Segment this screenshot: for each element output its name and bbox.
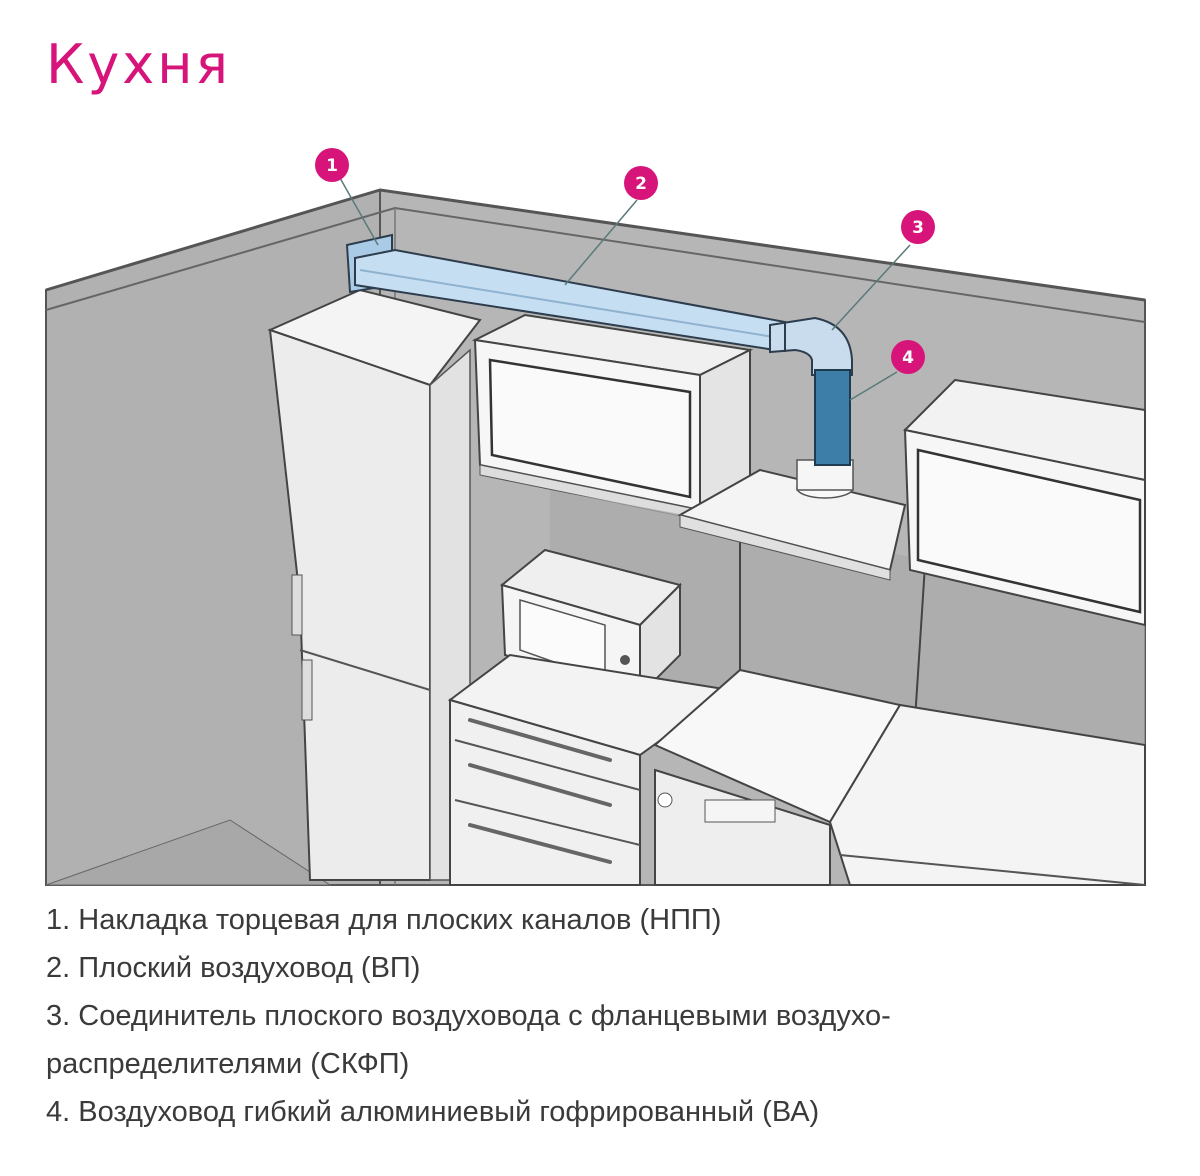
kitchen-illustration: 1 2 3 4 [45, 148, 1146, 886]
upper-cabinet-right [902, 378, 1146, 627]
svg-text:3: 3 [912, 218, 924, 238]
legend-text: Воздуховод гибкий алюминиевый гофрирован… [78, 1096, 820, 1128]
upper-cabinet-left [471, 313, 754, 521]
legend-item-1: 1. Накладка торцевая для плоских каналов… [46, 896, 1166, 944]
legend-text: Накладка торцевая для плоских каналов (Н… [78, 904, 722, 936]
marker-1: 1 [315, 148, 349, 182]
marker-2: 2 [624, 166, 658, 200]
ductwork [345, 233, 853, 466]
fridge [267, 288, 482, 881]
legend-item-2: 2. Плоский воздуховод (ВП) [46, 944, 1166, 992]
page-title: Кухня [46, 33, 232, 96]
legend-item-4: 4. Воздуховод гибкий алюминиевый гофриро… [46, 1088, 1166, 1136]
callout-lines [339, 177, 911, 401]
legend-text: распределителями (СКФП) [46, 1048, 410, 1080]
legend-number: 2. [46, 952, 71, 984]
legend-number: 3. [46, 1000, 71, 1032]
svg-text:4: 4 [902, 348, 914, 368]
legend: 1. Накладка торцевая для плоских каналов… [46, 896, 1166, 1136]
svg-text:1: 1 [326, 156, 338, 176]
flexible-duct [814, 369, 851, 466]
svg-text:2: 2 [635, 174, 647, 194]
microwave [499, 548, 682, 698]
marker-4: 4 [891, 340, 925, 374]
legend-text: Соединитель плоского воздуховода с фланц… [78, 1000, 891, 1032]
legend-number: 1. [46, 904, 71, 936]
marker-3: 3 [901, 210, 935, 244]
legend-number: 4. [46, 1096, 71, 1128]
legend-item-3: 3. Соединитель плоского воздуховода с фл… [46, 992, 1166, 1040]
base-cabinets [447, 653, 1146, 886]
legend-text: Плоский воздуховод (ВП) [78, 952, 421, 984]
range-hood [677, 459, 907, 581]
legend-item-3-continued: распределителями (СКФП) [46, 1040, 1166, 1088]
